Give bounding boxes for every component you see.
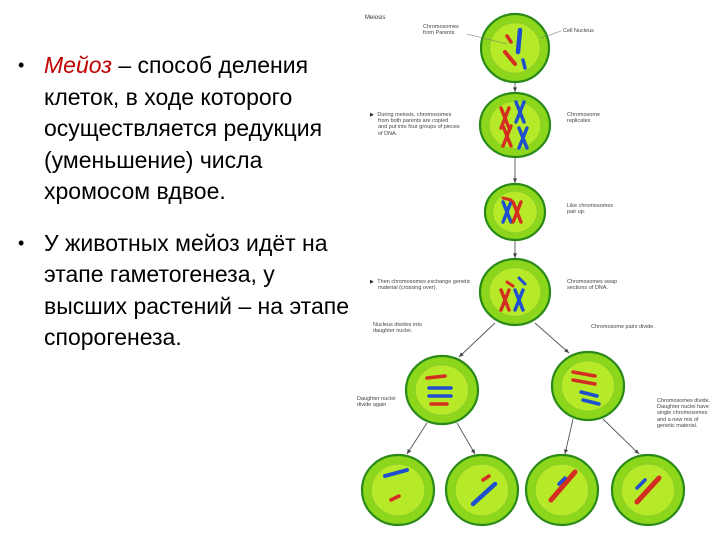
label-chromosome-pairs-divide: Chromosome pairs divide. xyxy=(591,324,655,330)
chromosome xyxy=(514,100,526,124)
leader-line xyxy=(466,33,508,45)
arrow-line xyxy=(534,322,570,354)
bullet-line: этапе гаметогенеза, у xyxy=(44,261,275,287)
bullet-text: – способ деления xyxy=(118,52,309,78)
bullet-list: • Мейоз – способ деления клеток, в ходе … xyxy=(14,50,362,374)
leader-line xyxy=(540,30,562,39)
chromosome xyxy=(505,34,513,44)
bullet-line: клеток, в ходе которого xyxy=(44,83,293,110)
chromosome xyxy=(571,378,597,386)
arrow-icon xyxy=(564,449,569,454)
chromosome xyxy=(470,481,498,507)
chromosome xyxy=(503,50,517,66)
arrow-icon xyxy=(512,253,518,258)
bullet-line: спорогенеза. xyxy=(44,324,182,350)
bullet-line: хромосом вдвое. xyxy=(44,178,226,204)
bullet-line: высших растений – на этапе xyxy=(44,292,349,319)
cell-parent-nucleus xyxy=(489,22,541,74)
label-replication: During meiosis, chromosomes from both pa… xyxy=(370,112,459,137)
chromosome xyxy=(511,200,523,224)
arrow-icon xyxy=(512,87,518,92)
chromosome xyxy=(557,476,567,486)
arrow-icon xyxy=(407,449,412,454)
chromosome xyxy=(548,469,578,503)
chromosome xyxy=(383,468,409,478)
arrow-line xyxy=(458,322,496,358)
cell-gamete-2-nucleus xyxy=(454,463,510,517)
chromosome xyxy=(505,280,515,288)
chromosome xyxy=(425,374,447,380)
arrow-line xyxy=(406,422,428,455)
chromosome xyxy=(517,276,527,286)
bullet-line: осуществляется редукция xyxy=(44,115,323,141)
bullet-line: Мейоз – способ деления xyxy=(44,50,362,82)
cell-paired-nucleus xyxy=(492,190,538,234)
term-meiosis: Мейоз xyxy=(44,52,112,78)
chromosome xyxy=(517,126,529,150)
diagram-title: Meiosis xyxy=(365,15,386,21)
label-crossing-over: Then chromosomes exchange genetic materi… xyxy=(370,279,470,291)
cell-daughter-right-nucleus xyxy=(560,360,616,412)
chromosome xyxy=(634,475,662,505)
chromosome xyxy=(521,58,527,70)
arrow-icon xyxy=(634,449,639,454)
chromosome xyxy=(513,288,525,312)
bullet-dot-icon: • xyxy=(18,232,25,253)
arrow-line xyxy=(602,418,640,455)
arrow-line xyxy=(456,422,476,455)
arrow-icon xyxy=(564,348,569,353)
chromosome xyxy=(571,370,597,378)
chromosome xyxy=(501,196,513,202)
chromosome xyxy=(515,27,523,55)
bullet-dot-icon: • xyxy=(18,55,25,75)
meiosis-diagram-graphic xyxy=(360,12,686,527)
bullet-meiosis-organisms: • У животных мейоз идёт на этапе гаметог… xyxy=(14,228,362,354)
label-cell-nucleus: Cell Nucleus xyxy=(563,28,594,34)
chromosome xyxy=(389,494,401,502)
chromosome xyxy=(581,398,601,406)
chromosome xyxy=(481,474,491,482)
cell-daughter-left-nucleus xyxy=(414,364,470,416)
cell-replicated-nucleus xyxy=(488,100,542,150)
chromosome xyxy=(499,288,511,312)
chromosome xyxy=(579,390,599,398)
bullet-meiosis-definition: • Мейоз – способ деления клеток, в ходе … xyxy=(14,50,362,208)
chromosome xyxy=(501,124,513,148)
arrow-icon xyxy=(470,449,475,454)
bullet-line: (уменьшение) числа xyxy=(44,146,263,173)
chromosome xyxy=(501,200,513,224)
arrow-line xyxy=(564,418,574,455)
arrow-icon xyxy=(512,178,518,183)
chromosome xyxy=(635,478,647,490)
bullet-line: У животных мейоз идёт на xyxy=(44,229,328,256)
arrow-icon xyxy=(459,352,464,357)
